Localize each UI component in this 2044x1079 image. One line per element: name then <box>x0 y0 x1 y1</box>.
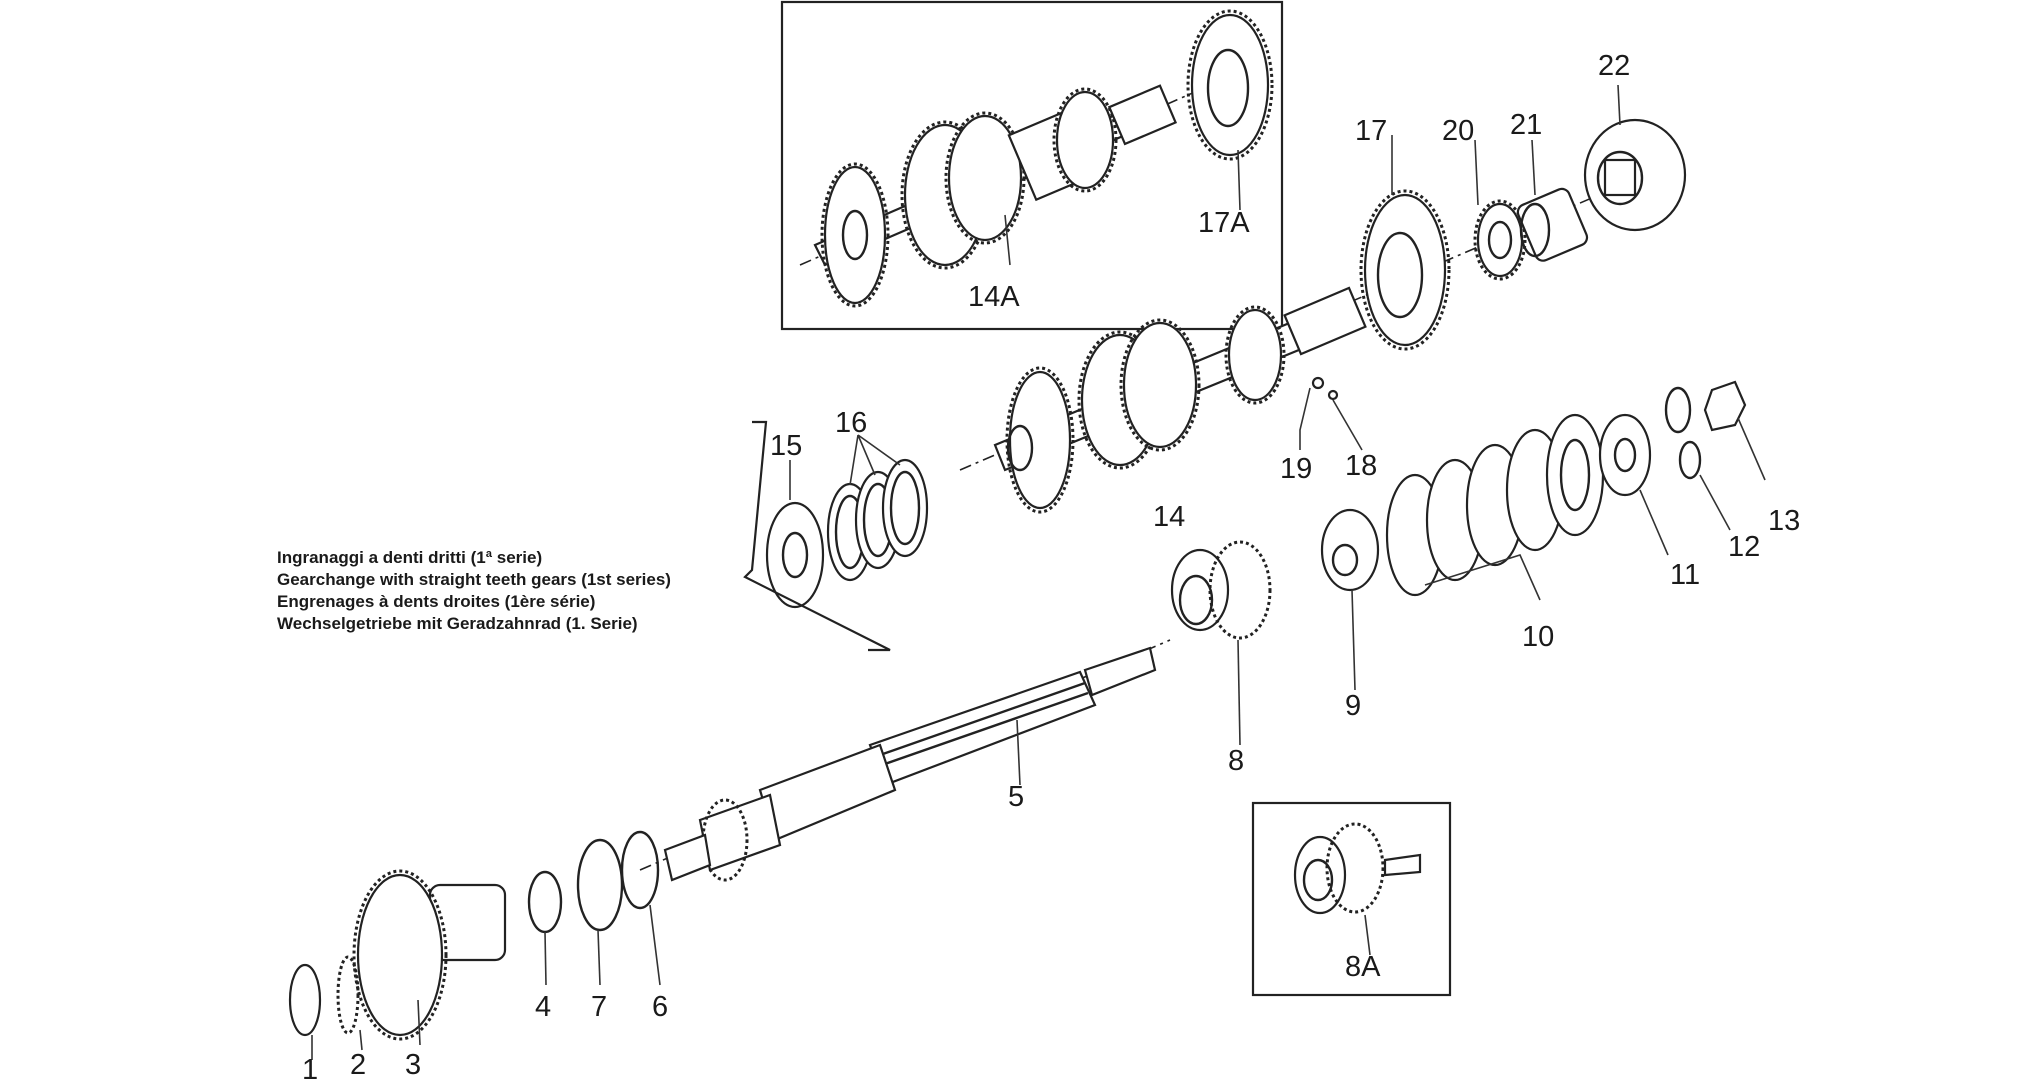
label-5: 5 <box>1008 781 1024 813</box>
label-10: 10 <box>1522 621 1554 653</box>
spring-10 <box>1385 413 1605 601</box>
needle-bearing-20 <box>1473 139 1527 281</box>
bushing-21 <box>1516 139 1589 262</box>
note-line-4: Wechselgetriebe mit Geradzahnrad (1. Ser… <box>277 614 638 633</box>
label-16: 16 <box>835 407 867 439</box>
gear-17 <box>1359 135 1451 351</box>
label-14: 14 <box>1153 501 1185 533</box>
countershaft-gear-14 <box>1077 318 1201 470</box>
note-line-1: Ingranaggi a denti dritti (1ª serie) <box>277 548 542 567</box>
label-22: 22 <box>1598 50 1630 82</box>
inset-gear-14a <box>900 111 1026 270</box>
label-6: 6 <box>652 991 668 1023</box>
label-17a: 17A <box>1198 207 1250 239</box>
label-9: 9 <box>1345 690 1361 722</box>
label-14a: 14A <box>968 281 1020 313</box>
label-12: 12 <box>1728 531 1760 563</box>
label-11: 11 <box>1670 559 1700 591</box>
label-17: 17 <box>1355 115 1387 147</box>
label-13: 13 <box>1768 505 1800 537</box>
inset-8a <box>1251 801 1452 997</box>
label-15: 15 <box>770 430 802 462</box>
inset-14a-17a: 14A 17A <box>780 0 1284 331</box>
inset-gear-left <box>820 162 890 308</box>
label-2: 2 <box>350 1049 366 1079</box>
washer-1-circlip-2 <box>288 955 363 1060</box>
cam-9 <box>1320 508 1380 691</box>
rings-4-7-6 <box>527 830 661 986</box>
label-1: 1 <box>302 1054 318 1079</box>
part-labels: 1 2 3 4 5 6 7 8 8A 9 10 11 12 13 14 15 1… <box>302 50 1800 1079</box>
label-20: 20 <box>1442 115 1474 147</box>
label-3: 3 <box>405 1049 421 1079</box>
inset-gear-17a <box>1186 9 1274 161</box>
series-note: Ingranaggi a denti dritti (1ª serie) Gea… <box>277 548 671 633</box>
label-8a: 8A <box>1345 951 1381 983</box>
inset-frame <box>780 0 1284 331</box>
label-21: 21 <box>1510 109 1542 141</box>
sliding-gear-8 <box>1170 540 1272 746</box>
shims-15-16 <box>743 420 929 652</box>
label-19: 19 <box>1280 453 1312 485</box>
note-line-3: Engrenages à dents droites (1ère série) <box>277 592 595 611</box>
washer-11-clip-12-nut-13 <box>1598 380 1766 556</box>
countershaft-assembly <box>959 159 1681 514</box>
label-7: 7 <box>591 991 607 1023</box>
inset-8a-frame <box>1251 801 1452 997</box>
note-line-2: Gearchange with straight teeth gears (1s… <box>277 570 671 589</box>
label-8: 8 <box>1228 745 1244 777</box>
label-18: 18 <box>1345 450 1377 482</box>
main-shaft-5 <box>639 639 1171 882</box>
gear-3 <box>352 869 507 1046</box>
flange-22 <box>1583 84 1687 232</box>
label-4: 4 <box>535 991 551 1023</box>
